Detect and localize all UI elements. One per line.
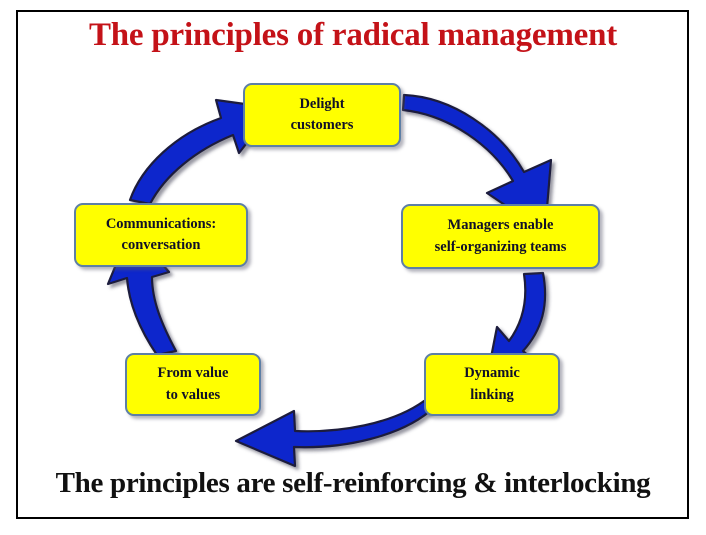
node-managers-enable[interactable]: Managers enable self-organizing teams	[401, 204, 600, 269]
node-communications-conversation-line2: conversation	[121, 237, 201, 253]
page-title: The principles of radical management	[88, 17, 618, 53]
node-dynamic-linking-line2: linking	[470, 386, 514, 403]
node-delight-customers[interactable]: Delight customers	[243, 83, 401, 147]
node-managers-enable-line2: self-organizing teams	[434, 238, 567, 255]
node-from-value-to-values-label: From value to values	[157, 363, 228, 405]
node-dynamic-linking-line1: Dynamic	[464, 365, 520, 382]
node-communications-conversation[interactable]: Communications: conversation	[74, 203, 248, 267]
slide-caption: The principles are self-reinforcing & in…	[55, 467, 651, 499]
node-communications-conversation-line1: Communications:	[105, 215, 217, 232]
node-managers-enable-label: Managers enable self-organizing teams	[435, 215, 567, 257]
node-from-value-to-values[interactable]: From value to values	[125, 353, 261, 416]
node-managers-enable-line1: Managers enable	[447, 217, 554, 234]
node-from-value-to-values-line2: to values	[165, 386, 221, 403]
node-delight-customers-label: Delight customers	[291, 94, 354, 136]
node-from-value-to-values-line1: From value	[157, 365, 229, 382]
node-dynamic-linking[interactable]: Dynamic linking	[424, 353, 560, 416]
node-delight-customers-line2: customers	[290, 117, 354, 133]
arrow-dynamic-to-values	[234, 399, 432, 468]
node-delight-customers-line1: Delight	[299, 95, 345, 112]
node-dynamic-linking-label: Dynamic linking	[464, 363, 520, 405]
node-communications-conversation-label: Communications: conversation	[106, 214, 216, 256]
